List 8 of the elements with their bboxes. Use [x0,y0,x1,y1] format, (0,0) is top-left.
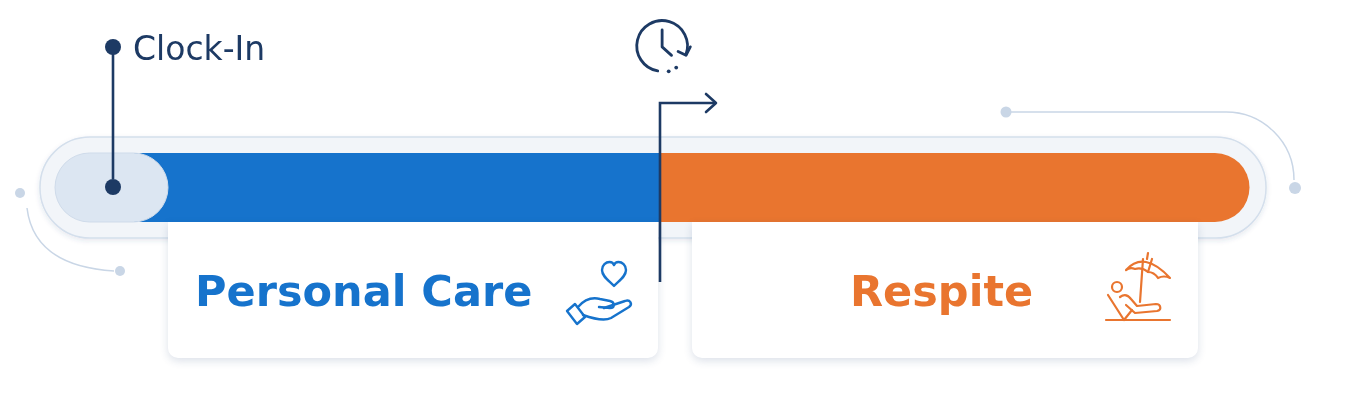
category-card [692,222,1198,358]
clock-in-dot [105,179,121,195]
card-title: Respite [850,266,1034,316]
category-card [168,222,658,358]
card-title: Personal Care [195,266,533,316]
clock-in-label: Clock-In [133,29,266,69]
transition-arrow [658,92,718,282]
leader-line [105,39,121,179]
